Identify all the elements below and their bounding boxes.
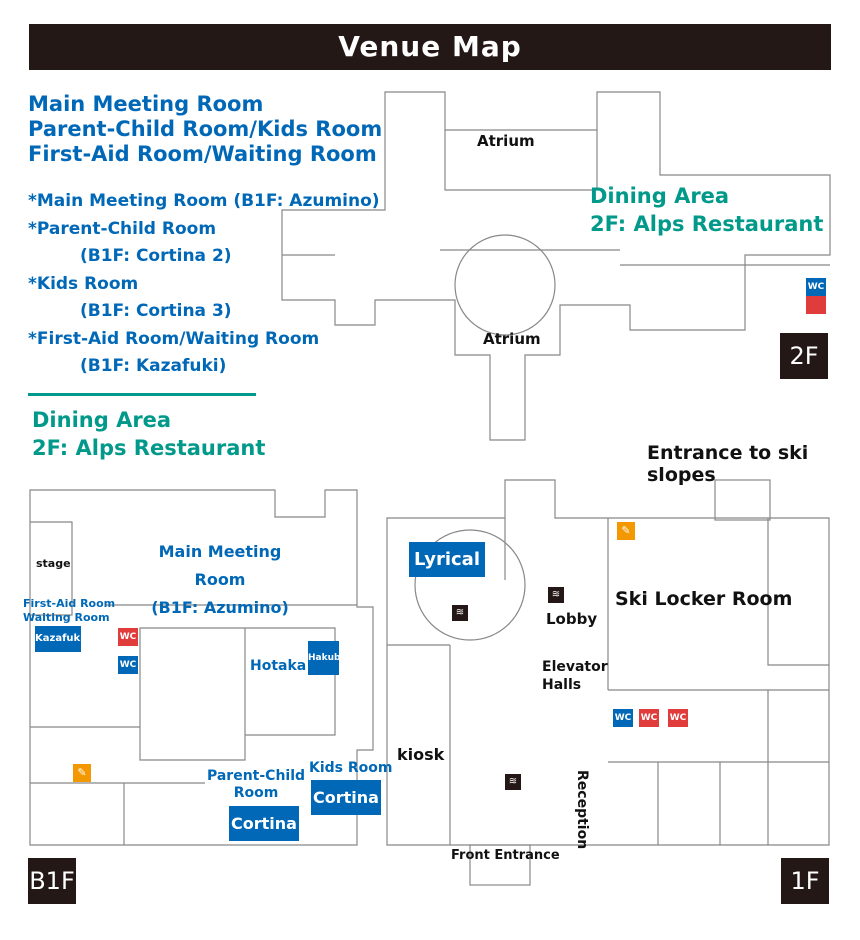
floor-label-2f: 2F bbox=[780, 333, 828, 379]
lobby-label: Lobby bbox=[546, 610, 598, 628]
stage-label: stage bbox=[36, 557, 71, 570]
dining-area-2f: Dining Area 2F: Alps Restaurant bbox=[590, 182, 823, 238]
wifi-icon: ≋ bbox=[505, 774, 521, 790]
dining-title: Dining Area bbox=[590, 184, 730, 208]
elevator-halls-label: Elevator Halls bbox=[542, 658, 608, 694]
parent-child-label: Parent-Child Room bbox=[206, 768, 306, 802]
room-lyrical[interactable]: Lyrical bbox=[409, 542, 485, 577]
room-kazafuki[interactable]: Kazafuki bbox=[35, 626, 84, 652]
front-entrance-label: Front Entrance bbox=[451, 848, 560, 863]
room-cortina-2[interactable]: Cortina 2 bbox=[229, 806, 299, 868]
legend-list: *Main Meeting Room (B1F: Azumino) *Paren… bbox=[28, 188, 380, 381]
first-aid-icon: ✎ bbox=[617, 522, 635, 540]
floor-label-b1f: B1F bbox=[28, 858, 76, 904]
restroom-icon: WC bbox=[613, 709, 633, 727]
dining-place: 2F: Alps Restaurant bbox=[590, 212, 824, 236]
room-sub: (B1F: Azumino) bbox=[151, 598, 289, 617]
room-cortina-3[interactable]: Cortina 3 bbox=[311, 780, 381, 842]
legend-line: *Kids Room bbox=[28, 273, 139, 294]
halls-text: Halls bbox=[542, 677, 582, 693]
kiosk-label: kiosk bbox=[397, 745, 445, 764]
restroom-icon: WC bbox=[118, 656, 138, 674]
legend-line: *Main Meeting Room (B1F: Azumino) bbox=[28, 191, 380, 211]
waiting-text: Waiting Room bbox=[23, 611, 110, 624]
legend-divider bbox=[28, 393, 256, 396]
restroom-icon: WC bbox=[639, 709, 659, 727]
main-meeting-room-label: Main Meeting Room (B1F: Azumino) bbox=[136, 538, 304, 622]
restroom-icon: WC bbox=[806, 278, 826, 296]
kids-room-label: Kids Room bbox=[309, 760, 393, 776]
room-hakuba[interactable]: Hakuba bbox=[308, 641, 347, 675]
legend-line: (B1F: Cortina 2) bbox=[80, 246, 232, 266]
dining-place: 2F: Alps Restaurant bbox=[32, 436, 266, 460]
restroom-icon: WC bbox=[668, 709, 688, 727]
legend-line: (B1F: Cortina 3) bbox=[80, 301, 232, 321]
ski-entrance-label: Entrance to ski slopes bbox=[647, 442, 809, 486]
page-title: Venue Map bbox=[29, 24, 831, 70]
first-aid-text: First-Aid Room bbox=[23, 597, 116, 610]
legend-headings: Main Meeting Room Parent-Child Room/Kids… bbox=[28, 92, 382, 167]
ski-locker-room-label: Ski Locker Room bbox=[615, 588, 793, 610]
dining-title: Dining Area bbox=[32, 408, 172, 432]
first-aid-label: First-Aid Room Waiting Room bbox=[23, 597, 115, 625]
wifi-icon: ≋ bbox=[548, 587, 564, 603]
elevator-text: Elevator bbox=[542, 659, 608, 675]
atrium-label: Atrium bbox=[483, 330, 541, 348]
restroom-women-icon bbox=[806, 296, 826, 314]
legend-line: (B1F: Kazafuki) bbox=[80, 356, 227, 376]
room-name: Main Meeting Room bbox=[158, 542, 282, 589]
room-hotaka[interactable]: Hotaka bbox=[250, 658, 307, 674]
wifi-icon: ≋ bbox=[452, 605, 468, 621]
parent-child-text: Parent-Child bbox=[206, 768, 306, 784]
legend-heading: Main Meeting Room bbox=[28, 92, 264, 116]
legend-heading: First-Aid Room/Waiting Room bbox=[28, 142, 377, 166]
legend-heading: Parent-Child Room/Kids Room bbox=[28, 117, 383, 141]
legend-line: *First-Aid Room/Waiting Room bbox=[28, 328, 320, 349]
restroom-icon: WC bbox=[118, 628, 138, 646]
reception-label: Reception bbox=[574, 770, 590, 850]
legend-dining: Dining Area 2F: Alps Restaurant bbox=[32, 406, 265, 462]
room-text: Room bbox=[233, 785, 279, 801]
atrium-label: Atrium bbox=[477, 132, 535, 150]
floor-label-1f: 1F bbox=[781, 858, 829, 904]
first-aid-icon: ✎ bbox=[73, 764, 91, 782]
legend-line: *Parent-Child Room bbox=[28, 218, 217, 239]
